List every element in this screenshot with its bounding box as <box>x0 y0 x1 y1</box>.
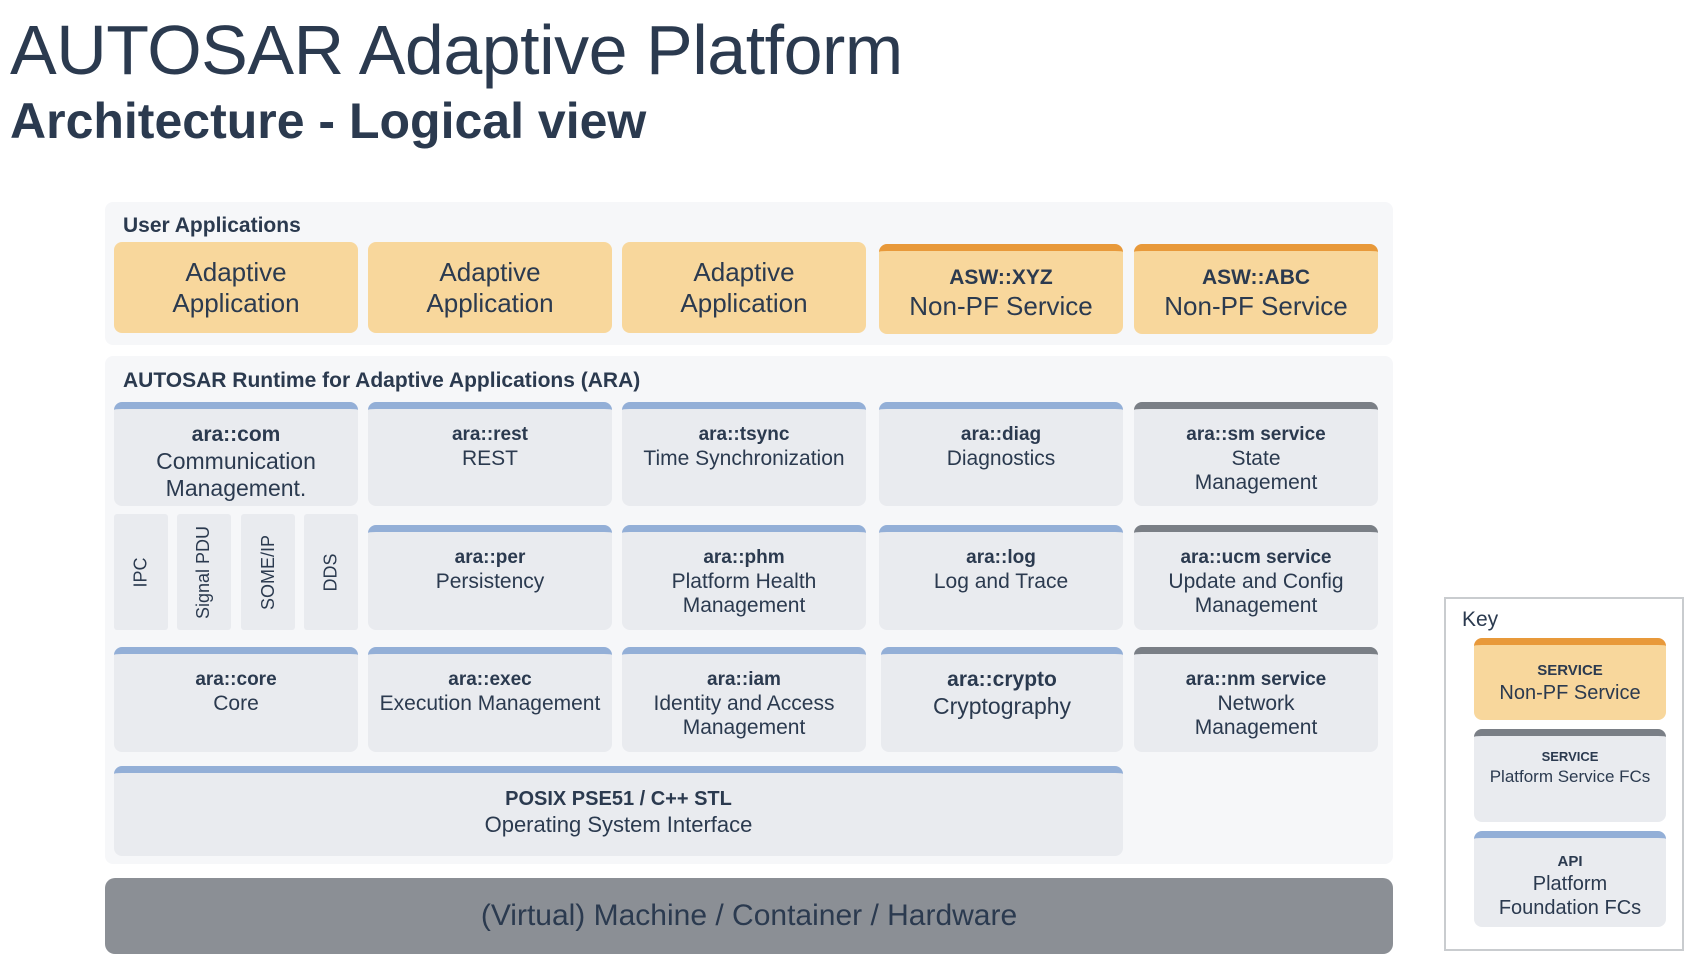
adaptive-application-box: Adaptive Application <box>114 242 358 333</box>
ara-log-box: ara::log Log and Trace <box>879 525 1123 630</box>
ara-tsync-box: ara::tsync Time Synchronization <box>622 402 866 506</box>
non-pf-service-xyz-box: ASW::XYZ Non-PF Service <box>879 244 1123 334</box>
ara-label: AUTOSAR Runtime for Adaptive Application… <box>123 369 641 392</box>
adaptive-application-box: Adaptive Application <box>368 242 612 333</box>
protocol-someip-box: SOME/IP <box>241 514 295 630</box>
protocol-dds-box: DDS <box>304 514 358 630</box>
machine-bar: (Virtual) Machine / Container / Hardware <box>105 878 1393 954</box>
key-label: Key <box>1462 608 1499 631</box>
ara-nm-service-box: ara::nm service Network Management <box>1134 647 1378 752</box>
ara-diag-box: ara::diag Diagnostics <box>879 402 1123 506</box>
protocol-ipc-box: IPC <box>114 514 168 630</box>
protocol-signal-pdu-box: Signal PDU <box>177 514 231 630</box>
key-platform-service-box: SERVICE Platform Service FCs <box>1474 729 1666 822</box>
ara-sm-service-box: ara::sm service State Management <box>1134 402 1378 506</box>
ara-rest-box: ara::rest REST <box>368 402 612 506</box>
key-api-box: API Platform Foundation FCs <box>1474 831 1666 927</box>
ara-iam-box: ara::iam Identity and Access Management <box>622 647 866 752</box>
ara-core-box: ara::core Core <box>114 647 358 752</box>
ara-per-box: ara::per Persistency <box>368 525 612 630</box>
ara-ucm-service-box: ara::ucm service Update and Config Manag… <box>1134 525 1378 630</box>
page-subtitle: Architecture - Logical view <box>10 93 647 149</box>
user-applications-label: User Applications <box>123 214 301 237</box>
page-title: AUTOSAR Adaptive Platform <box>10 11 903 89</box>
adaptive-application-box: Adaptive Application <box>622 242 866 333</box>
key-service-box: SERVICE Non-PF Service <box>1474 638 1666 720</box>
ara-phm-box: ara::phm Platform Health Management <box>622 525 866 630</box>
ara-crypto-box: ara::crypto Cryptography <box>881 647 1123 752</box>
ara-exec-box: ara::exec Execution Management <box>368 647 612 752</box>
ara-com-box: ara::com Communication Management. <box>114 402 358 506</box>
posix-os-interface-box: POSIX PSE51 / C++ STL Operating System I… <box>114 766 1123 856</box>
non-pf-service-abc-box: ASW::ABC Non-PF Service <box>1134 244 1378 334</box>
